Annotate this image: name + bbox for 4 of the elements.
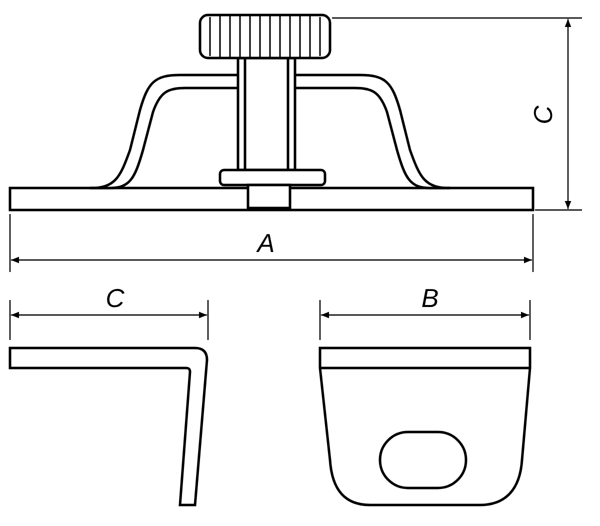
dimension-label: C [528, 106, 558, 124]
dimension-label: C [106, 283, 124, 313]
dimension-label: B [421, 283, 439, 313]
dimension-label: A [257, 228, 275, 258]
